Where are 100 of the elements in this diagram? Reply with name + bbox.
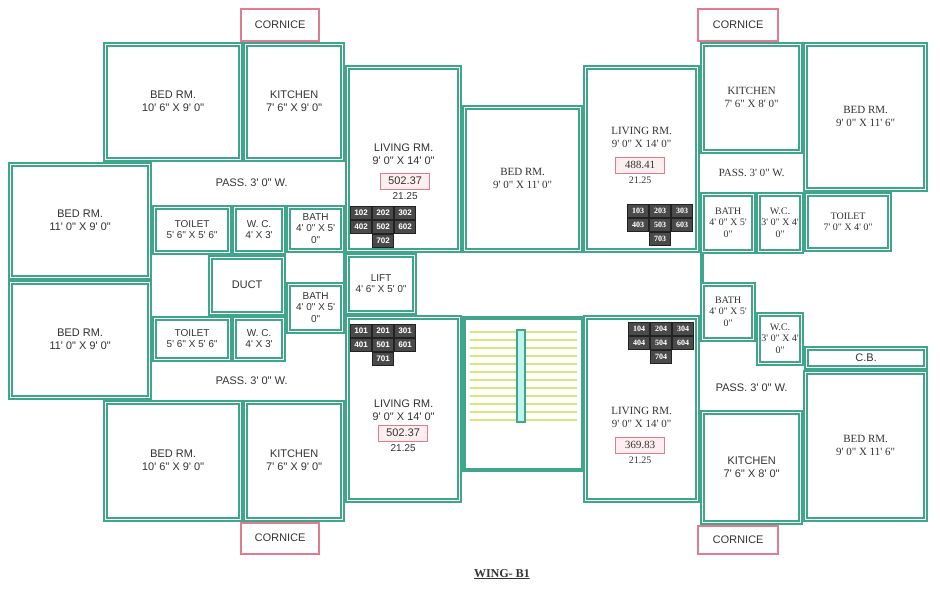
cornice-label: CORNICE [712,534,764,546]
room-name: BATH [714,206,742,218]
room-name: TOILET [174,218,210,230]
room-outline [286,282,345,334]
unit-number-tag [650,336,672,350]
room-dimensions: 4' 0" X 5' 0" [294,223,336,246]
room-dimensions: 11' 0" X 9' 0" [49,340,111,353]
room-dimensions: 7' 6" X 9' 0" [266,102,322,115]
unit-number: 403 [632,220,644,230]
unit-number: 303 [676,206,688,216]
cornice-label: CORNICE [254,18,306,32]
cornice-label: CORNICE [712,18,764,32]
room-name: BED RM. [843,104,888,117]
passage-label: PASS. 3' 0" W. [716,382,788,394]
room-name: LIVING RM. [374,398,434,411]
area-box [378,425,428,442]
room-outline [286,205,345,253]
room-outline [103,42,243,162]
area-figure: 21.25 [628,175,652,186]
unit-number: 502 [376,222,390,232]
unit-number: 101 [354,326,368,336]
room-dimensions: 4' X 3' [245,339,273,350]
room-outline [103,400,243,522]
unit-number: 703 [654,234,666,244]
room-name: BED RM. [150,448,196,461]
room-name: TOILET [174,328,210,339]
room-outline [232,316,286,362]
room-dimensions: 5' 6" X 5' 6" [166,339,218,350]
unit-number-tag [671,204,693,218]
room-outline [345,253,417,315]
room-outline [345,315,462,503]
room-outline [700,192,756,254]
area-box [380,173,430,190]
unit-number-tag [394,338,416,352]
room-dimensions: 11' 0" X 9' 0" [49,221,111,234]
room-outline [152,205,232,255]
room-outline [700,282,756,342]
unit-number: 401 [354,340,368,350]
unit-number-tag [628,336,650,350]
area-figure: 21.25 [628,455,652,466]
room-outline [232,205,286,255]
unit-number-tag [628,322,650,336]
room-dimensions: 7' 0" X 4' 0" [824,222,872,234]
room-outline [804,346,928,370]
unit-number: 204 [655,324,667,334]
unit-number: 304 [677,324,689,334]
cornice-label: CORNICE [254,532,306,545]
unit-number: 701 [376,354,390,364]
room-name: BED RM. [150,89,196,102]
unit-number-tag [672,322,694,336]
room-name: BED RM. [57,327,103,340]
room-dimensions: 10' 6" X 9' 0" [142,102,204,115]
room-name: W.C. [770,206,790,218]
unit-number: 202 [376,208,390,218]
room-dimensions: 9' 0" X 11' 6" [836,446,895,459]
room-name: KITCHEN [727,454,776,468]
room-name: LIVING RM. [611,125,672,138]
unit-number-tag [650,350,672,364]
room-name: LIVING RM. [611,405,672,418]
room-dimensions: 9' 0" X 14' 0" [372,410,435,424]
unit-number-tag [650,322,672,336]
unit-number-tag [372,234,394,248]
unit-number-tag [372,338,394,352]
unit-number: 102 [354,208,368,218]
unit-number: 503 [654,220,666,230]
unit-number-tag [672,336,694,350]
room-name: BATH [302,212,328,224]
unit-number-tag [394,206,416,220]
room-outline [700,42,803,154]
room-outline [8,280,152,400]
room-outline [462,105,583,253]
area-figure: 21.25 [391,191,419,202]
room-outline [756,192,804,254]
area-box [615,437,665,454]
room-outline [756,312,804,366]
room-dimensions: 5' 6" X 5' 6" [166,230,218,242]
unit-number: 302 [398,208,412,218]
unit-number: 702 [376,236,390,246]
passage-label: PASS. 3' 0" W. [718,166,784,180]
unit-number: 404 [633,338,645,348]
room-name: KITCHEN [270,89,318,102]
room-name: C.B. [855,352,877,364]
room-dimensions: 9' 0" X 14' 0" [612,418,672,430]
area-value: 502.37 [386,427,420,440]
room-outline [583,315,700,503]
room-dimensions: 4' 0" X 5' 0" [294,302,336,326]
unit-number-tag [627,218,649,232]
cornice-outline [697,8,779,42]
area-box [615,157,665,174]
area-figure: 21.25 [389,443,417,454]
unit-number-tag [350,220,372,234]
unit-number-tag [627,204,649,218]
unit-number-tag [394,220,416,234]
unit-number: 103 [632,206,644,216]
area-value: 502.37 [388,175,422,188]
area-value: 369.83 [624,439,656,452]
unit-number-tag [649,204,671,218]
room-name: W. C. [246,328,272,339]
unit-number-tag [649,232,671,246]
room-dimensions: 10' 6" X 9' 0" [142,461,204,474]
